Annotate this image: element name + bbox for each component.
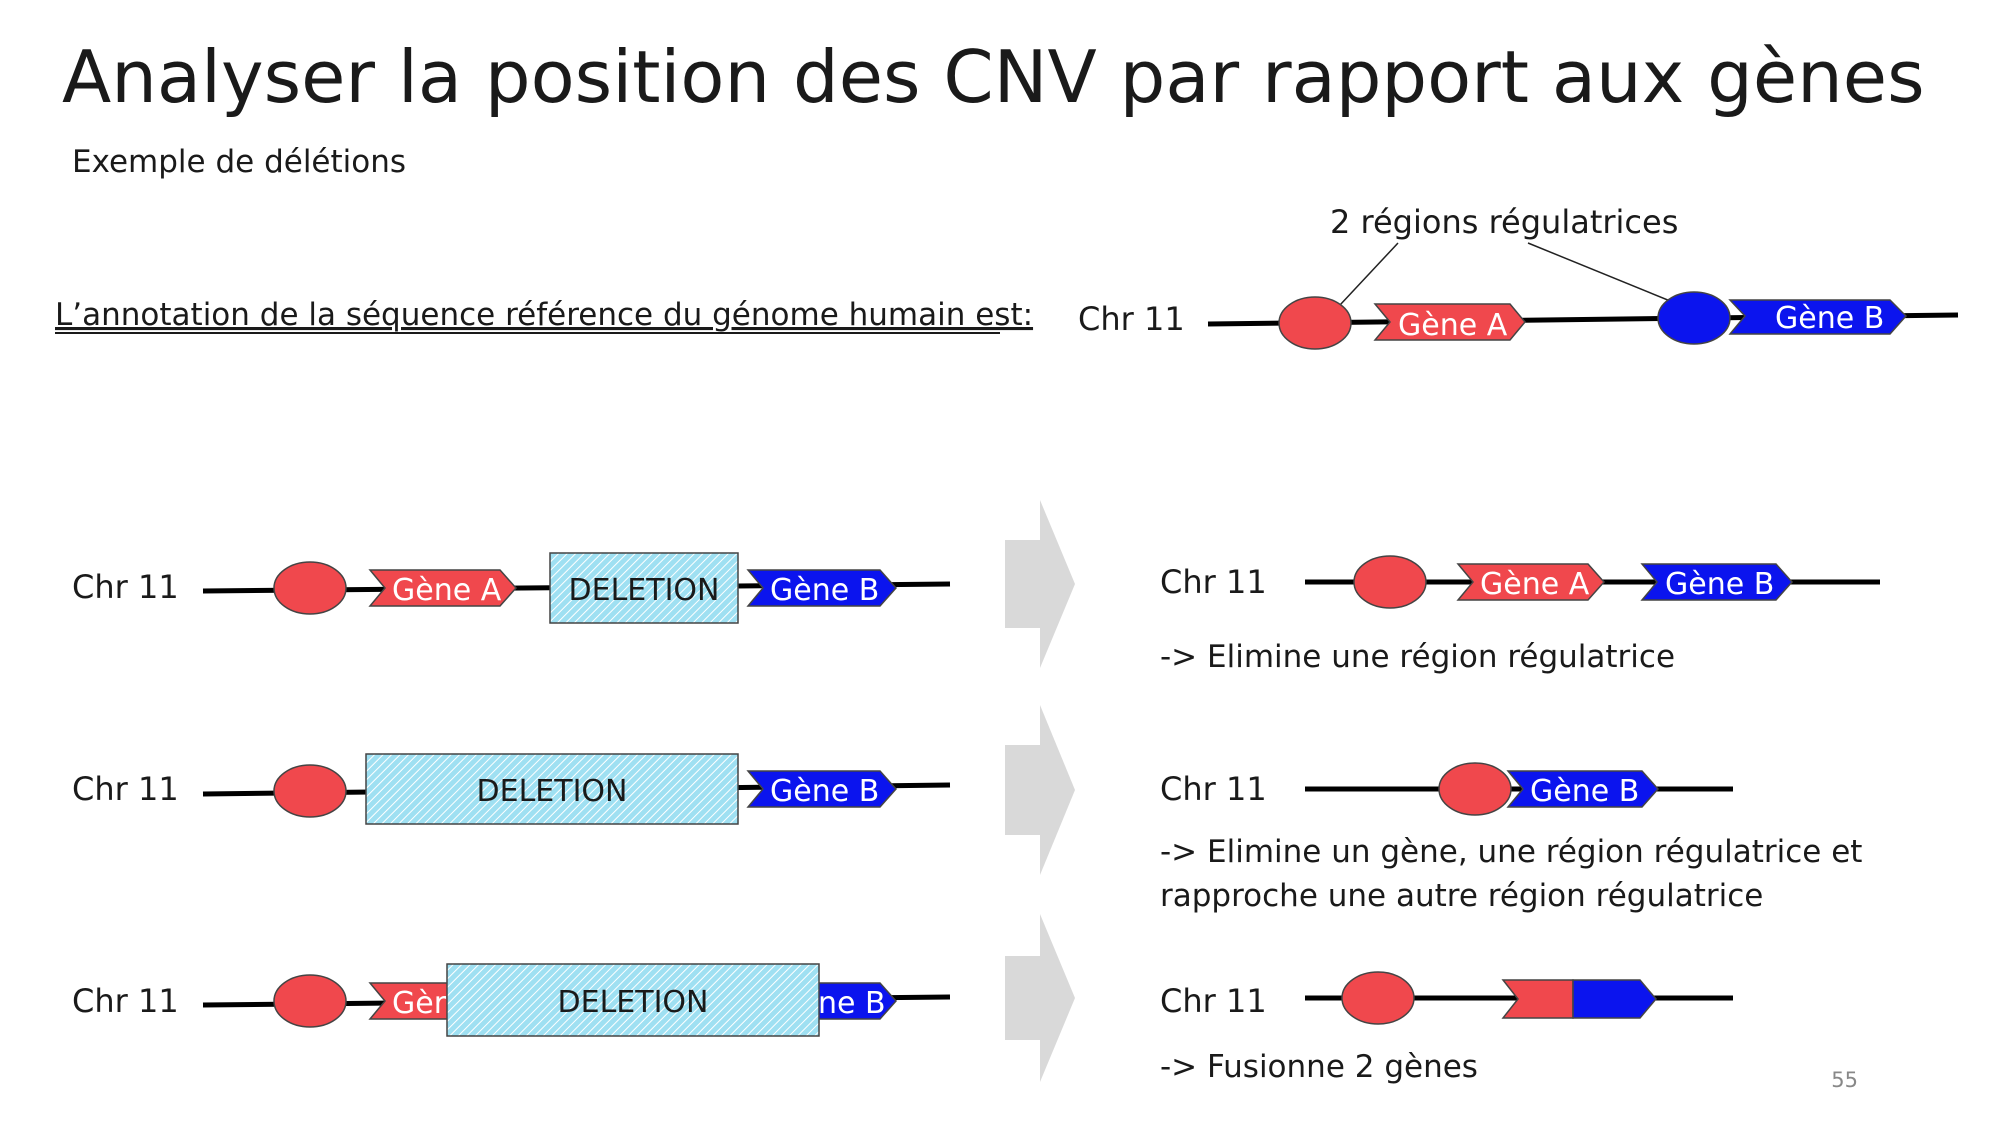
reference-regulatory-region-red bbox=[1278, 296, 1352, 350]
case2-arrow bbox=[1005, 705, 1075, 875]
reference-label: L’annotation de la séquence référence du… bbox=[55, 297, 1033, 333]
case3-before-gene-a-partial-label: Gèr bbox=[392, 986, 447, 1021]
case2-deletion-box bbox=[365, 753, 739, 825]
case1-after-gene-b-label: Gène B bbox=[1665, 567, 1774, 602]
callout-line-left bbox=[1339, 242, 1399, 306]
reference-chr-label: Chr 11 bbox=[1078, 300, 1185, 338]
regulatory-regions-label: 2 régions régulatrices bbox=[1330, 203, 1678, 241]
case3-after-chr-label: Chr 11 bbox=[1160, 982, 1267, 1020]
case3-after-regulatory-red bbox=[1341, 971, 1415, 1025]
case1-after-gene-a-shape bbox=[1456, 563, 1606, 601]
case3-before-gene-b-partial-label: ne B bbox=[818, 986, 886, 1021]
reference-regulatory-region-blue bbox=[1657, 291, 1731, 345]
case1-before-chr-label: Chr 11 bbox=[72, 568, 179, 606]
page-number: 55 bbox=[1831, 1068, 1858, 1092]
case1-description: -> Elimine une région régulatrice bbox=[1160, 639, 1675, 675]
case1-arrow bbox=[1005, 500, 1075, 668]
case3-fusion-gene-red-part bbox=[1501, 979, 1574, 1019]
case2-after-gene-b-shape bbox=[1506, 770, 1660, 808]
case1-before-gene-b-label: Gène B bbox=[770, 573, 879, 608]
case1-before-gene-b-shape bbox=[746, 569, 898, 607]
case1-before-regulatory-red bbox=[273, 561, 347, 615]
case2-description-line1: -> Elimine un gène, une région régulatri… bbox=[1160, 834, 1862, 870]
reference-gene-a-label: Gène A bbox=[1398, 308, 1508, 343]
reference-gene-a-shape bbox=[1373, 303, 1526, 341]
case3-description: -> Fusionne 2 gènes bbox=[1160, 1049, 1478, 1085]
case1-deletion-label: DELETION bbox=[569, 573, 720, 608]
case3-before-chr-label: Chr 11 bbox=[72, 982, 179, 1020]
case3-fusion-gene-blue-part bbox=[1572, 979, 1657, 1019]
case1-before-gene-a-label: Gène A bbox=[392, 573, 502, 608]
case1-after-regulatory-red bbox=[1353, 555, 1427, 609]
case1-after-chr-label: Chr 11 bbox=[1160, 563, 1267, 601]
case2-after-chr-label: Chr 11 bbox=[1160, 770, 1267, 808]
case2-before-regulatory-red bbox=[273, 764, 347, 818]
case3-deletion-label: DELETION bbox=[558, 985, 709, 1020]
case2-before-chr-label: Chr 11 bbox=[72, 770, 179, 808]
case2-after-regulatory-red bbox=[1438, 762, 1512, 816]
callout-line-right bbox=[1527, 242, 1681, 306]
slide-subtitle: Exemple de délétions bbox=[72, 144, 406, 180]
slide-title: Analyser la position des CNV par rapport… bbox=[62, 35, 1925, 119]
case3-deletion-box bbox=[446, 963, 820, 1037]
case2-after-gene-b-label: Gène B bbox=[1530, 774, 1639, 809]
reference-gene-b-label: Gène B bbox=[1775, 301, 1884, 336]
case1-after-gene-b-shape bbox=[1640, 563, 1794, 601]
case2-description-line2: rapproche une autre région régulatrice bbox=[1160, 878, 1763, 914]
reference-gene-b-shape bbox=[1728, 299, 1908, 335]
case2-deletion-label: DELETION bbox=[477, 774, 628, 809]
case2-before-gene-b-label: Gène B bbox=[770, 774, 879, 809]
case3-arrow bbox=[1005, 914, 1075, 1082]
case2-before-gene-b-shape bbox=[746, 770, 898, 808]
case1-deletion-box bbox=[549, 552, 739, 624]
case3-before-regulatory-red bbox=[273, 974, 347, 1028]
case1-before-gene-a-shape bbox=[368, 569, 518, 607]
case1-after-gene-a-label: Gène A bbox=[1480, 567, 1590, 602]
